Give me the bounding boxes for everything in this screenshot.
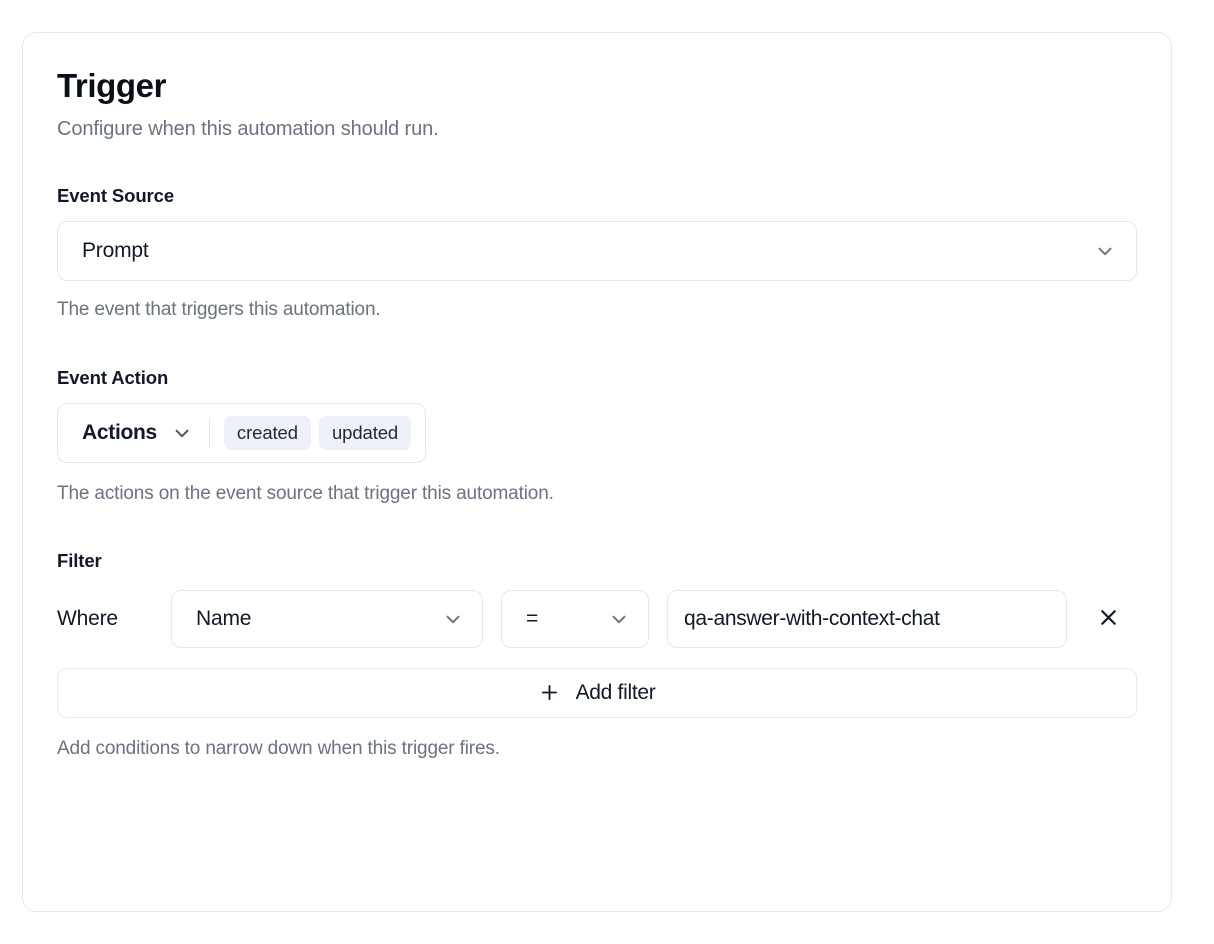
trigger-card: Trigger Configure when this automation s… [22,32,1172,912]
event-action-dropdown-label: Actions [82,420,157,444]
filter-row: Where Name = [57,589,1137,648]
event-action-section: Event Action Actions created updated The… [57,367,1137,505]
event-source-help: The event that triggers this automation. [57,298,381,320]
filter-field-select[interactable]: Name [171,589,483,648]
add-filter-button[interactable]: Add filter [57,667,1137,718]
event-source-section: Event Source Prompt The event that trigg… [57,185,1137,321]
event-action-control: Actions created updated [57,402,427,463]
close-icon [1097,606,1120,632]
filter-help: Add conditions to narrow down when this … [57,737,500,759]
event-source-label: Event Source [57,184,175,206]
filter-field-value: Name [196,606,252,630]
page-title: Trigger [57,67,167,104]
divider [208,417,210,448]
action-chip[interactable]: created [223,415,311,451]
event-action-help: The actions on the event source that tri… [57,482,554,504]
remove-filter-button[interactable] [1089,600,1127,638]
event-source-value: Prompt [82,238,149,262]
event-action-chips: created updated [223,415,412,451]
filter-value-input[interactable] [667,589,1067,648]
plus-icon [539,682,560,703]
chevron-down-icon [171,422,193,444]
filter-section: Filter Where Name = [57,550,1137,760]
add-filter-label: Add filter [575,680,656,704]
chevron-down-icon [442,608,464,630]
filter-label: Filter [57,549,102,571]
chevron-down-icon [1094,240,1116,262]
filter-operator-value: = [526,606,539,630]
where-label: Where [57,606,118,630]
action-chip[interactable]: updated [318,415,412,451]
chevron-down-icon [608,608,630,630]
event-source-select[interactable]: Prompt [57,220,1137,281]
event-action-label: Event Action [57,366,169,388]
filter-operator-select[interactable]: = [501,589,649,648]
page-subtitle: Configure when this automation should ru… [57,117,439,140]
event-action-dropdown[interactable]: Actions [82,421,209,445]
